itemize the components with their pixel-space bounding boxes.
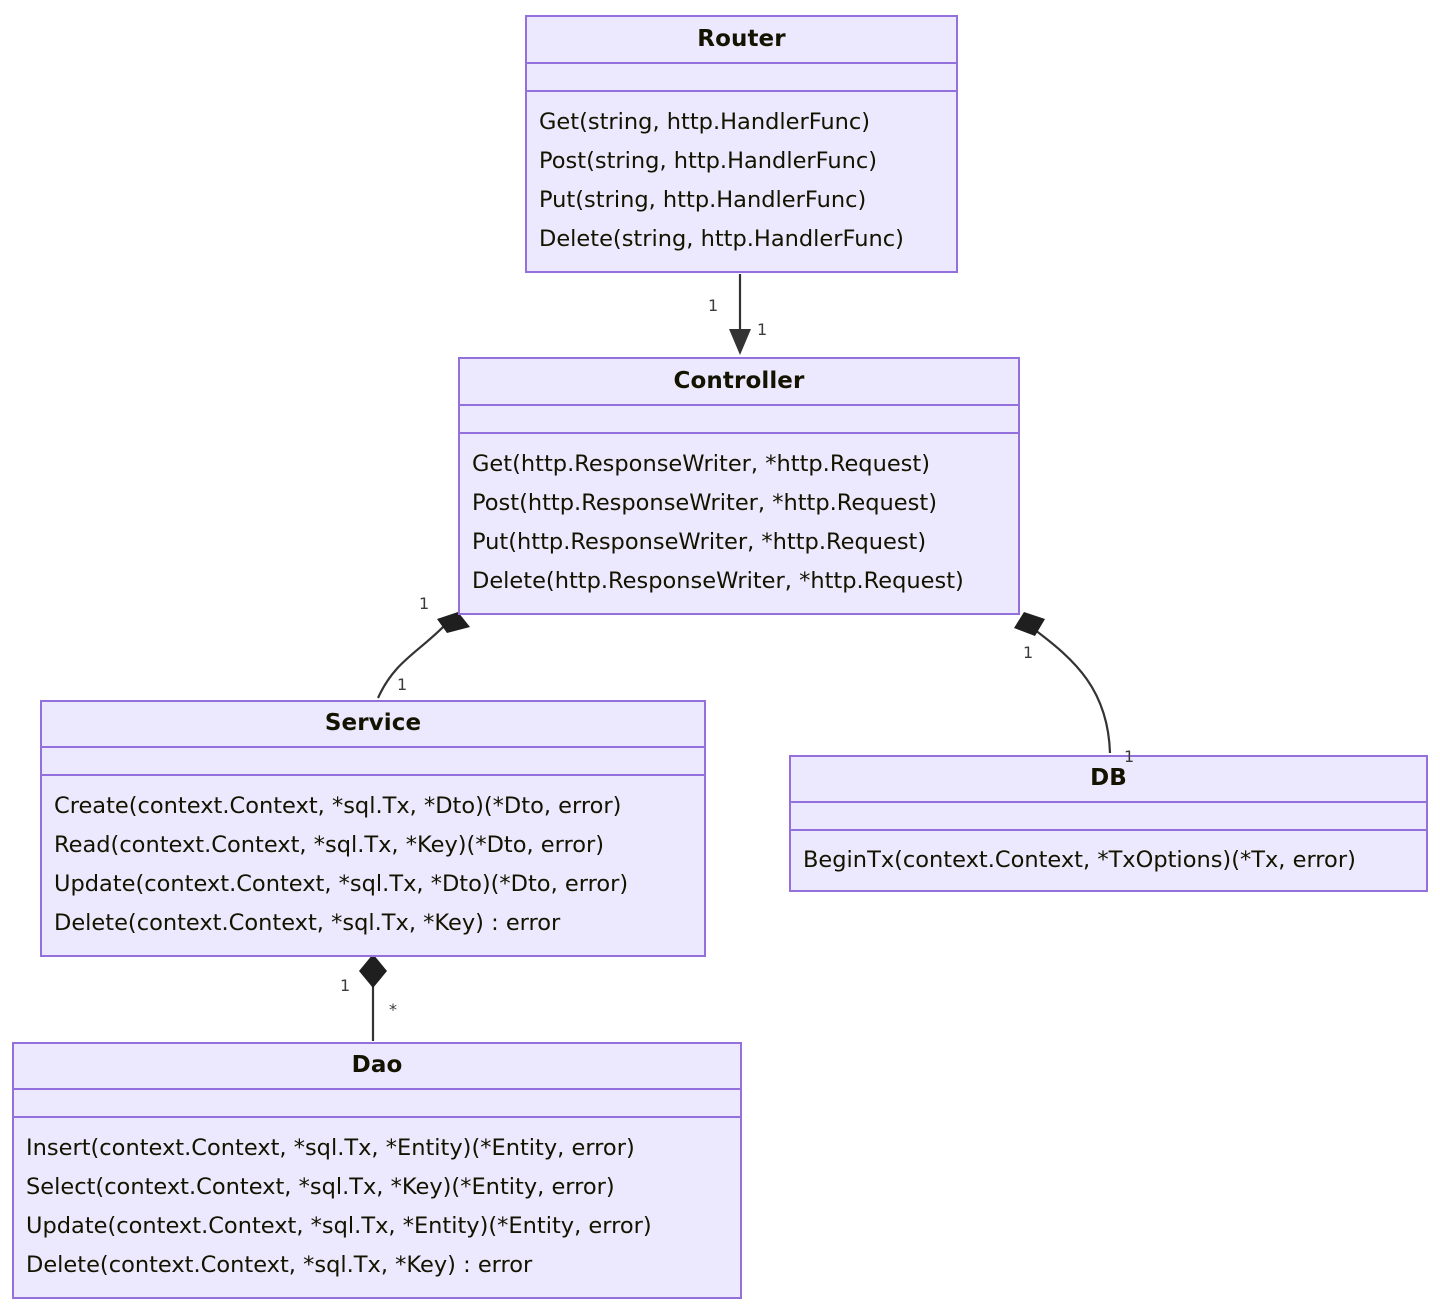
method-line: Get(string, http.HandlerFunc) <box>539 109 871 135</box>
edge-controller-to-service <box>376 612 470 699</box>
method-line: BeginTx(context.Context, *TxOptions)(*Tx… <box>803 847 1356 873</box>
class-node-service[interactable]: Service Create(context.Context, *sql.Tx,… <box>40 700 706 957</box>
method-line: Create(context.Context, *sql.Tx, *Dto)(*… <box>54 793 622 819</box>
multiplicity-router-controller-target: 1 <box>757 320 768 339</box>
method-line: Put(string, http.HandlerFunc) <box>539 187 867 214</box>
class-title-controller: Controller <box>460 359 1018 406</box>
class-attributes-db <box>791 803 1426 831</box>
class-methods-controller: Get(http.ResponseWriter, *http.Request) … <box>460 434 1018 613</box>
class-node-db[interactable]: DB BeginTx(context.Context, *TxOptions)(… <box>789 755 1428 893</box>
multiplicity-router-controller-source: 1 <box>708 296 719 315</box>
class-title-dao: Dao <box>14 1044 740 1090</box>
class-attributes-service <box>42 748 704 776</box>
class-node-dao[interactable]: Dao Insert(context.Context, *sql.Tx, *En… <box>12 1042 742 1299</box>
method-line: Get(http.ResponseWriter, *http.Request) <box>472 451 930 477</box>
class-title-service: Service <box>42 702 704 748</box>
class-node-controller[interactable]: Controller Get(http.ResponseWriter, *htt… <box>458 357 1020 615</box>
multiplicity-service-dao-source: 1 <box>340 976 351 995</box>
multiplicity-controller-service-target: 1 <box>397 675 408 694</box>
edge-router-to-controller <box>729 274 751 355</box>
class-attributes-router <box>527 64 956 92</box>
method-line: Read(context.Context, *sql.Tx, *Key)(*Dt… <box>54 832 605 859</box>
class-node-router[interactable]: Router Get(string, http.HandlerFunc) Pos… <box>525 15 958 273</box>
method-line: Put(http.ResponseWriter, *http.Request) <box>472 529 927 556</box>
method-line: Delete(http.ResponseWriter, *http.Reques… <box>472 568 964 595</box>
class-methods-service: Create(context.Context, *sql.Tx, *Dto)(*… <box>42 776 704 955</box>
method-line: Post(http.ResponseWriter, *http.Request) <box>472 490 937 517</box>
class-attributes-dao <box>14 1090 740 1118</box>
edge-controller-to-db <box>1014 612 1112 754</box>
multiplicity-controller-db-source: 1 <box>1023 643 1034 662</box>
method-line: Update(context.Context, *sql.Tx, *Dto)(*… <box>54 871 629 898</box>
method-line: Post(string, http.HandlerFunc) <box>539 148 878 175</box>
method-line: Delete(context.Context, *sql.Tx, *Key) :… <box>26 1252 533 1279</box>
method-line: Delete(string, http.HandlerFunc) <box>539 226 904 253</box>
multiplicity-service-dao-target: * <box>389 1000 397 1019</box>
class-title-router: Router <box>527 17 956 64</box>
class-methods-db: BeginTx(context.Context, *TxOptions)(*Tx… <box>791 831 1426 890</box>
class-methods-dao: Insert(context.Context, *sql.Tx, *Entity… <box>14 1118 740 1297</box>
class-title-db: DB <box>791 757 1426 803</box>
multiplicity-controller-service-source: 1 <box>419 594 430 613</box>
method-line: Delete(context.Context, *sql.Tx, *Key) :… <box>54 910 561 937</box>
class-methods-router: Get(string, http.HandlerFunc) Post(strin… <box>527 92 956 271</box>
method-line: Insert(context.Context, *sql.Tx, *Entity… <box>26 1135 635 1161</box>
multiplicity-controller-db-target: 1 <box>1124 747 1135 766</box>
method-line: Select(context.Context, *sql.Tx, *Key)(*… <box>26 1174 615 1201</box>
method-line: Update(context.Context, *sql.Tx, *Entity… <box>26 1213 652 1240</box>
class-attributes-controller <box>460 406 1018 434</box>
edge-service-to-dao <box>359 954 387 1041</box>
